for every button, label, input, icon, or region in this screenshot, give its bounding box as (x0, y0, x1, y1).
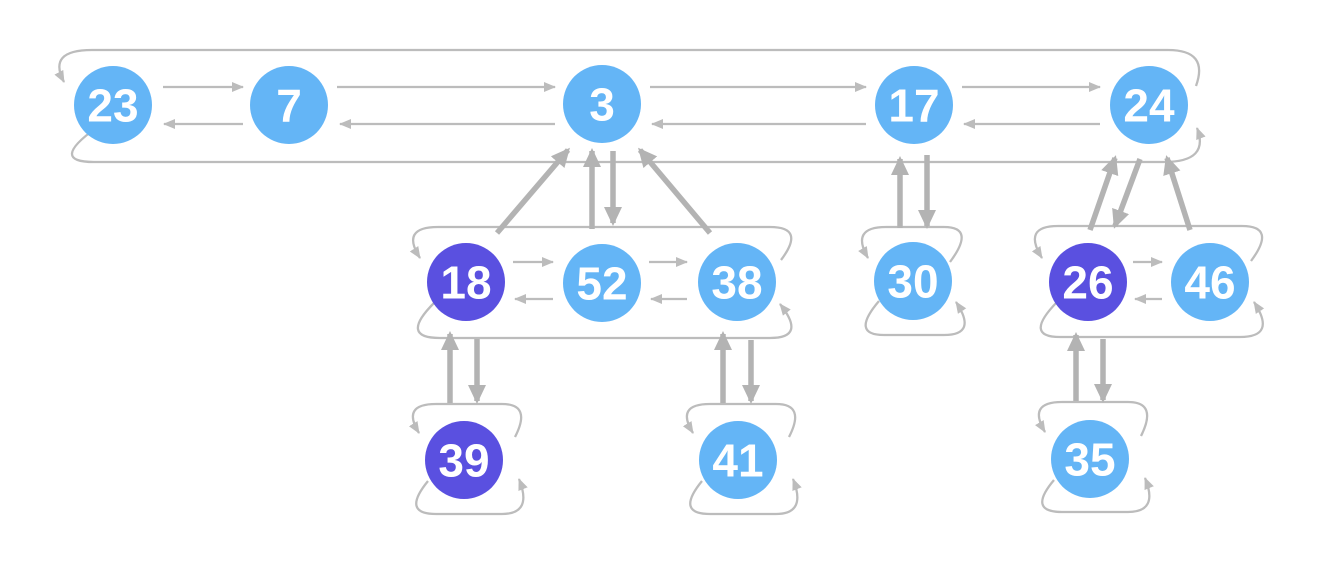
children-of-24-prev-wrap (1039, 301, 1265, 339)
node-value-label: 46 (1184, 257, 1235, 309)
node-value-label: 23 (87, 80, 138, 132)
heap-node-17: 17 (875, 66, 953, 144)
children-of-3-prev-wrap (416, 302, 793, 340)
root-next-wrap (54, 48, 1201, 87)
children-of-38-next-wrap (682, 402, 797, 438)
marked-node-circle (425, 421, 503, 499)
heap-node-38: 38 (698, 243, 776, 321)
pointer-46-to-24 (1163, 155, 1193, 231)
node-circle (1051, 420, 1129, 498)
children-of-3-next-wrap (409, 225, 793, 261)
heap-node-18: 18 (427, 243, 505, 321)
node-value-label: 30 (887, 256, 938, 308)
node-circle (1171, 243, 1249, 321)
root-prev-wrap (71, 127, 1206, 164)
heap-node-35: 35 (1051, 420, 1129, 498)
parent-child-pointers (441, 147, 1193, 404)
node-value-label: 39 (438, 435, 489, 487)
heap-node-26: 26 (1049, 243, 1127, 321)
node-circle (1110, 66, 1188, 144)
heap-nodes: 23 7 3 17 24 18 52 38 30 26 46 39 41 35 (74, 65, 1249, 499)
node-value-label: 52 (576, 258, 627, 310)
children-of-18-next-wrap (408, 402, 523, 438)
node-value-label: 35 (1064, 434, 1115, 486)
children-of-18-prev-wrap (415, 478, 528, 516)
heap-node-39: 39 (425, 421, 503, 499)
heap-node-23: 23 (74, 66, 152, 144)
node-circle (698, 243, 776, 321)
children-of-38-prev-wrap (689, 478, 802, 516)
heap-node-41: 41 (699, 421, 777, 499)
node-value-label: 18 (440, 257, 491, 309)
heap-node-30: 30 (874, 242, 952, 320)
pointer-24-to-26 (1112, 158, 1143, 229)
node-value-label: 41 (712, 435, 763, 487)
heap-node-3: 3 (563, 65, 641, 143)
node-value-label: 17 (888, 80, 939, 132)
heap-node-24: 24 (1110, 66, 1188, 144)
node-circle (874, 242, 952, 320)
marked-node-circle (1049, 243, 1127, 321)
sibling-pointers (163, 82, 1163, 304)
heap-node-52: 52 (563, 244, 641, 322)
pointer-18-to-3 (494, 147, 571, 235)
node-value-label: 38 (711, 257, 762, 309)
children-of-24-next-wrap (1031, 224, 1264, 262)
heap-node-7: 7 (250, 66, 328, 144)
node-circle (875, 66, 953, 144)
children-of-17-prev-wrap (864, 300, 967, 337)
node-circle (563, 244, 641, 322)
node-circle (250, 66, 328, 144)
node-value-label: 26 (1062, 257, 1113, 309)
node-circle (699, 421, 777, 499)
pointer-26-to-24 (1087, 155, 1119, 231)
node-circle (563, 65, 641, 143)
children-of-17-next-wrap (858, 225, 963, 263)
marked-node-circle (427, 243, 505, 321)
heap-node-46: 46 (1171, 243, 1249, 321)
node-value-label: 3 (589, 79, 615, 131)
node-value-label: 24 (1123, 80, 1175, 132)
children-of-26-prev-wrap (1041, 477, 1154, 514)
node-value-label: 7 (276, 80, 302, 132)
node-circle (74, 66, 152, 144)
pointer-38-to-3 (637, 147, 713, 235)
